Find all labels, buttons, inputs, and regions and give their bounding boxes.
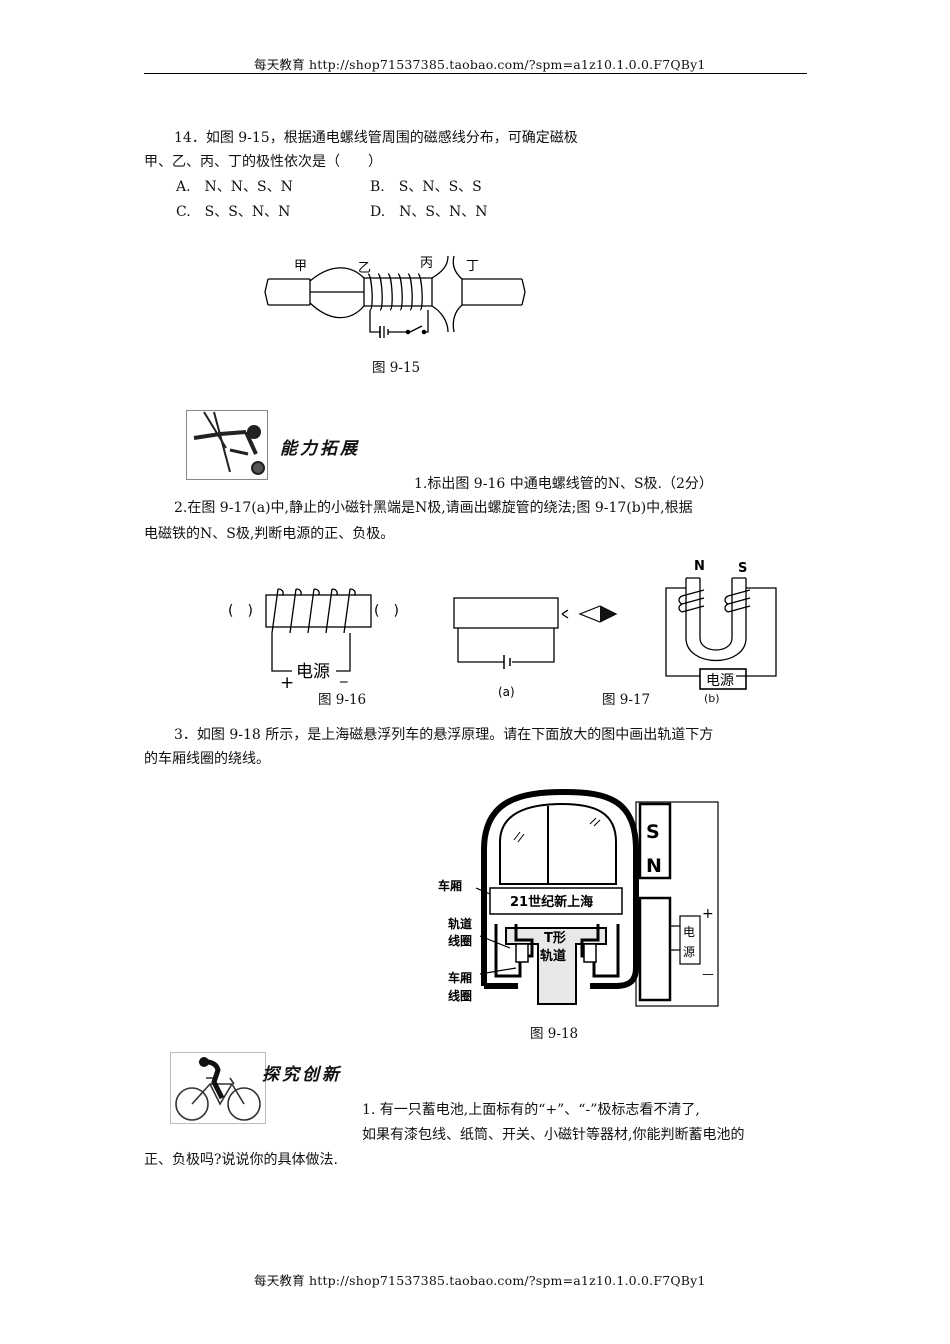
fig917-power-label: 电源 [706,673,734,689]
p1-text: 1.标出图 9-16 中通电螺线管的N、S极.（2分） [414,476,713,492]
fig917-label-a: (a) [498,685,515,699]
explore-line2: 如果有漆包线、纸筒、开关、小磁针等器材,你能判断蓄电池的 [362,1127,745,1143]
caption-9-16: 图 9-16 [318,692,367,708]
q14-option-c: C. S、S、N、N [176,204,291,220]
pole-jia: 甲 [294,259,307,274]
page-footer: 每天教育 http://shop71537385.taobao.com/?spm… [254,1273,706,1288]
section-title-ability: 能力拓展 [280,439,360,459]
pole-ding: 丁 [466,259,479,274]
figure-9-15: 甲 乙 丙 丁 [264,255,526,338]
caption-9-18: 图 9-18 [530,1026,579,1042]
fig916-minus: _ [339,665,348,684]
p2-line2: 电磁铁的N、S极,判断电源的正、负极。 [144,526,395,542]
fig916-paren-left: ( ) [228,603,253,619]
figure-9-18: 车厢 轨道 线圈 车厢 线圈 21世纪新上海 T形 轨道 S N 电 源 + — [438,788,719,1007]
figure-9-17a: (a) [453,597,618,699]
fig917-label-b: (b) [704,692,720,705]
figure-9-17b: N S 电源 [665,559,777,690]
caption-9-17: 图 9-17 [602,692,651,708]
label-carriage: 车厢 [438,878,462,893]
pole-yi: 乙 [358,261,371,276]
banner-text: 21世纪新上海 [510,894,593,910]
p3-line2: 的车厢线圈的绕线。 [144,751,270,767]
cyclist-icon [170,1052,266,1124]
fig916-plus: + [280,673,294,693]
fig917-S: S [738,561,747,576]
label-car-coil-2: 线圈 [448,988,472,1003]
power-label-1: 电 [683,925,695,939]
power-minus: — [702,967,714,981]
figure-9-16: ( ) ( ) 电源 + _ [228,588,399,693]
page-header: 每天教育 http://shop71537385.taobao.com/?spm… [254,57,706,72]
fig916-paren-right: ( ) [374,603,399,619]
explore-line3: 正、负极吗?说说你的具体做法. [144,1152,338,1168]
q14-option-d: D. N、S、N、N [370,204,488,220]
caption-9-15: 图 9-15 [372,360,421,376]
label-track-coil-2: 线圈 [448,933,472,948]
power-label-2: 源 [683,945,695,959]
gymnast-icon [186,410,268,480]
q14-line1: 14．如图 9-15，根据通电螺线管周围的磁感线分布，可确定磁极 [174,130,578,146]
p2-line1: 2.在图 9-17(a)中,静止的小磁针黑端是N极,请画出螺旋管的绕法;图 9-… [174,500,693,516]
label-track-coil-1: 轨道 [448,916,472,931]
p3-line1: 3．如图 9-18 所示，是上海磁悬浮列车的悬浮原理。请在下面放大的图中画出轨道… [174,727,714,743]
t-track-label-1: T形 [544,931,566,946]
q14-line2: 甲、乙、丙、丁的极性依次是（ ） [144,154,382,170]
fig916-power-label: 电源 [296,662,330,682]
fig917-N: N [694,559,705,574]
q14-option-a: A. N、N、S、N [176,179,293,195]
pole-bing: 丙 [420,256,433,271]
q14-option-b: B. S、N、S、S [370,179,482,195]
explore-line1: 1. 有一只蓄电池,上面标有的“+”、“-”极标志看不清了, [362,1102,700,1118]
t-track-label-2: 轨道 [540,948,566,964]
section-title-explore: 探究创新 [262,1065,342,1085]
header-rule [144,73,807,74]
magnet-N: N [646,855,662,877]
power-plus: + [702,906,714,922]
label-car-coil-1: 车厢 [448,970,472,985]
magnet-S: S [646,821,660,843]
